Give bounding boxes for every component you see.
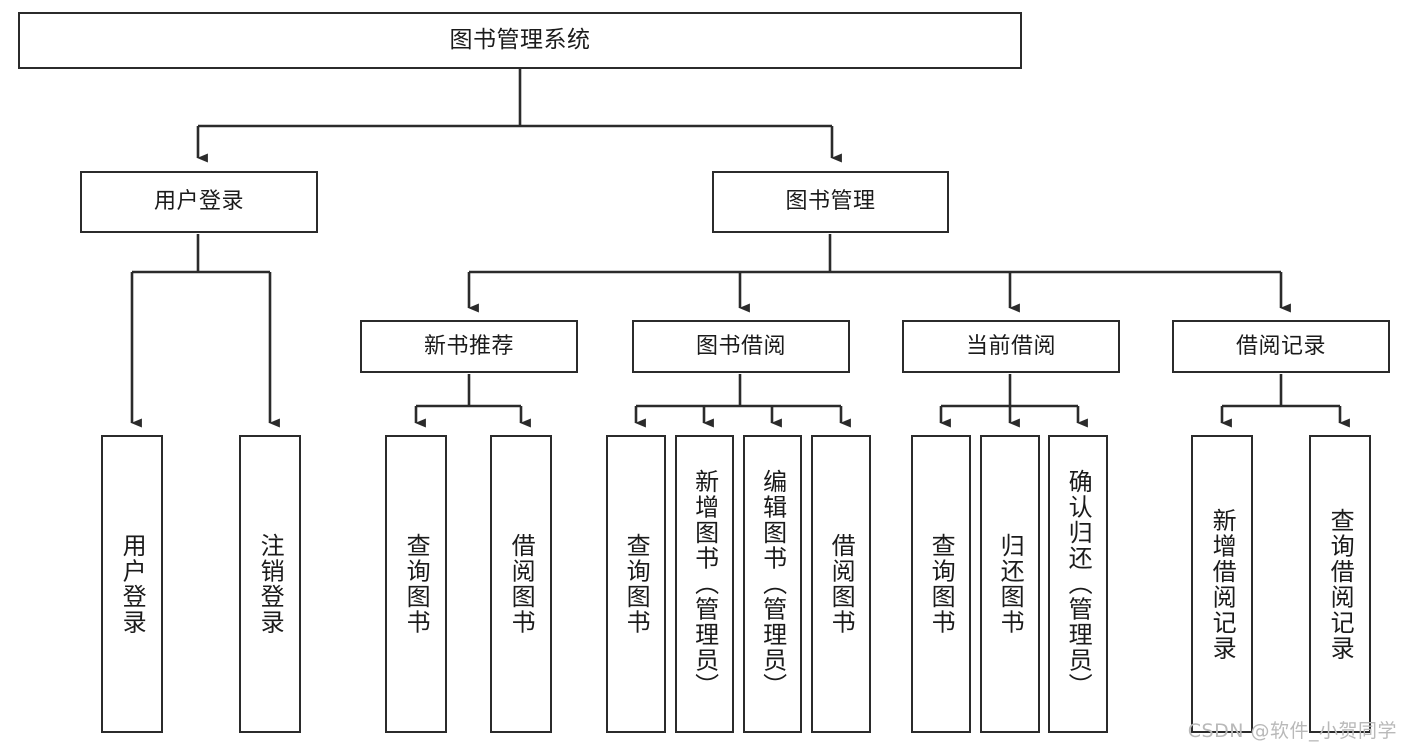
node-leaf-confirm-return-label: 确认归还（管理员） bbox=[1064, 469, 1093, 699]
node-user-login-label: 用户登录 bbox=[153, 189, 244, 215]
csdn-watermark: CSDN @软件_小贺同学 bbox=[1187, 720, 1397, 742]
node-new-book-recommend-label: 新书推荐 bbox=[423, 333, 514, 359]
node-user-login[interactable]: 用户登录 bbox=[80, 171, 318, 233]
node-leaf-user-login-label: 用户登录 bbox=[118, 533, 147, 635]
node-root-label: 图书管理系统 bbox=[449, 27, 591, 54]
node-leaf-logout-label: 注销登录 bbox=[256, 533, 285, 635]
node-book-borrow[interactable]: 图书借阅 bbox=[632, 320, 850, 373]
node-leaf-query-book-3[interactable]: 查询图书 bbox=[911, 435, 971, 733]
node-new-book-recommend[interactable]: 新书推荐 bbox=[360, 320, 578, 373]
node-book-manage[interactable]: 图书管理 bbox=[712, 171, 949, 233]
node-book-manage-label: 图书管理 bbox=[785, 189, 876, 215]
node-leaf-query-record-label: 查询借阅记录 bbox=[1326, 507, 1355, 661]
node-leaf-edit-book-label: 编辑图书（管理员） bbox=[758, 469, 787, 699]
node-leaf-add-record-label: 新增借阅记录 bbox=[1208, 507, 1237, 661]
node-leaf-user-login[interactable]: 用户登录 bbox=[101, 435, 163, 733]
node-leaf-query-record[interactable]: 查询借阅记录 bbox=[1309, 435, 1371, 733]
node-leaf-borrow-book-2[interactable]: 借阅图书 bbox=[811, 435, 871, 733]
node-book-borrow-label: 图书借阅 bbox=[695, 333, 786, 359]
node-leaf-return-book-label: 归还图书 bbox=[996, 533, 1025, 635]
node-leaf-add-book-label: 新增图书（管理员） bbox=[690, 469, 719, 699]
node-current-borrow-label: 当前借阅 bbox=[965, 333, 1056, 359]
node-leaf-query-book-1[interactable]: 查询图书 bbox=[385, 435, 447, 733]
node-leaf-confirm-return[interactable]: 确认归还（管理员） bbox=[1048, 435, 1108, 733]
node-root[interactable]: 图书管理系统 bbox=[18, 12, 1022, 69]
node-leaf-return-book[interactable]: 归还图书 bbox=[980, 435, 1040, 733]
node-leaf-add-record[interactable]: 新增借阅记录 bbox=[1191, 435, 1253, 733]
node-leaf-query-book-2-label: 查询图书 bbox=[622, 533, 651, 635]
node-leaf-logout[interactable]: 注销登录 bbox=[239, 435, 301, 733]
node-leaf-edit-book[interactable]: 编辑图书（管理员） bbox=[743, 435, 802, 733]
node-leaf-borrow-book-2-label: 借阅图书 bbox=[827, 533, 856, 635]
node-leaf-add-book[interactable]: 新增图书（管理员） bbox=[675, 435, 734, 733]
node-leaf-borrow-book-1-label: 借阅图书 bbox=[507, 533, 536, 635]
node-leaf-query-book-1-label: 查询图书 bbox=[402, 533, 431, 635]
node-leaf-borrow-book-1[interactable]: 借阅图书 bbox=[490, 435, 552, 733]
node-borrow-record[interactable]: 借阅记录 bbox=[1172, 320, 1390, 373]
node-leaf-query-book-2[interactable]: 查询图书 bbox=[606, 435, 666, 733]
node-current-borrow[interactable]: 当前借阅 bbox=[902, 320, 1120, 373]
node-leaf-query-book-3-label: 查询图书 bbox=[927, 533, 956, 635]
node-borrow-record-label: 借阅记录 bbox=[1235, 333, 1326, 359]
